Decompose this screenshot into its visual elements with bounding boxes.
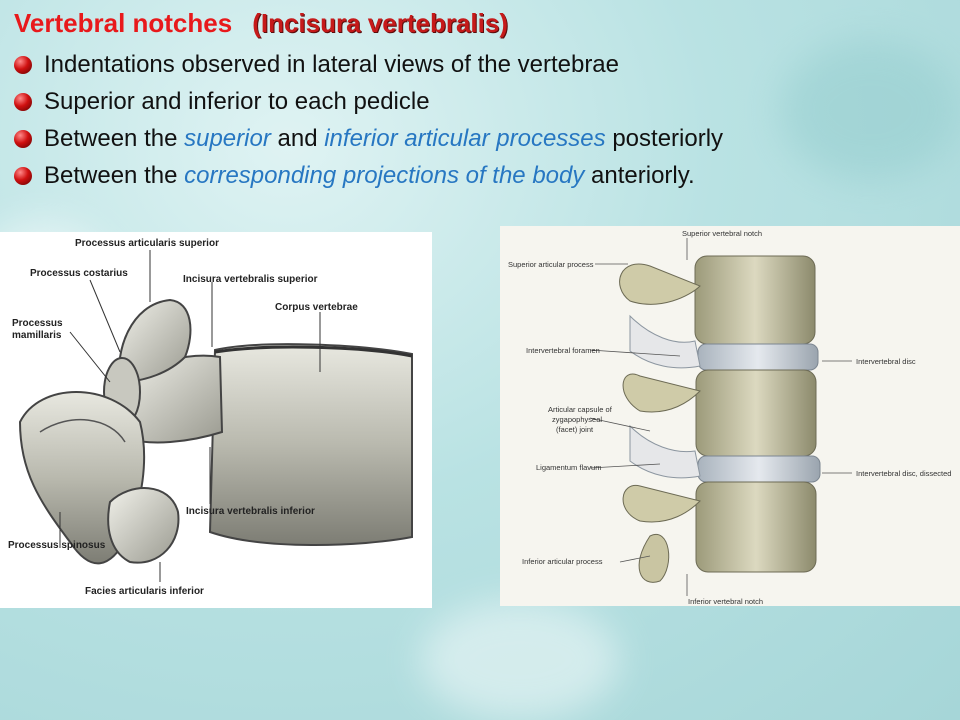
label-incisura-vertebralis-superior: Incisura vertebralis superior bbox=[183, 274, 318, 285]
bullet-item: Superior and inferior to each pedicle bbox=[14, 83, 723, 120]
bullet-dot-icon bbox=[14, 167, 32, 185]
bullet-item: Indentations observed in lateral views o… bbox=[14, 46, 723, 83]
label-corpus-vertebrae: Corpus vertebrae bbox=[275, 302, 358, 313]
left-vertebra-figure: Processus articularis superior Processus… bbox=[0, 232, 432, 608]
bullet-item: Between the superior and inferior articu… bbox=[14, 120, 723, 157]
label-processus-costarius: Processus costarius bbox=[30, 268, 128, 279]
label-processus: Processus bbox=[12, 318, 63, 329]
label-mamillaris: mamillaris bbox=[12, 330, 62, 341]
bullet-item: Between the corresponding projections of… bbox=[14, 157, 723, 194]
label-processus-spinosus: Processus spinosus bbox=[8, 540, 106, 551]
bullet-dot-icon bbox=[14, 56, 32, 74]
bullet-list: Indentations observed in lateral views o… bbox=[14, 46, 723, 194]
label-intervertebral-disc: Intervertebral disc bbox=[856, 357, 916, 366]
lumbar-spine-ligaments-illustration: Superior vertebral notch Superior articu… bbox=[508, 229, 951, 606]
label-incisura-vertebralis-inferior: Incisura vertebralis inferior bbox=[186, 506, 315, 517]
bullet-dot-icon bbox=[14, 130, 32, 148]
label-articular-capsule-line3: (facet) joint bbox=[556, 425, 594, 434]
label-inferior-articular-process: Inferior articular process bbox=[522, 557, 603, 566]
right-spine-figure: Superior vertebral notch Superior articu… bbox=[500, 226, 960, 606]
label-articular-capsule-line2: zygapophyseal bbox=[552, 415, 602, 424]
slide-title: Vertebral notches (Incisura vertebralis) bbox=[14, 8, 508, 39]
label-inferior-vertebral-notch: Inferior vertebral notch bbox=[688, 597, 763, 606]
label-facies-articularis-inferior: Facies articularis inferior bbox=[85, 586, 204, 597]
title-main: Vertebral notches bbox=[14, 8, 233, 38]
background-blob bbox=[420, 600, 620, 720]
background-blob bbox=[780, 40, 960, 180]
label-articular-capsule-line1: Articular capsule of bbox=[548, 405, 613, 414]
label-intervertebral-foramen: Intervertebral foramen bbox=[526, 346, 600, 355]
title-latin: (Incisura vertebralis) bbox=[252, 8, 508, 38]
label-superior-vertebral-notch: Superior vertebral notch bbox=[682, 229, 762, 238]
label-ligamentum-flavum: Ligamentum flavum bbox=[536, 463, 601, 472]
label-intervertebral-disc-dissected: Intervertebral disc, dissected bbox=[856, 469, 951, 478]
lumbar-vertebra-illustration: Processus articularis superior Processus… bbox=[8, 238, 413, 597]
label-superior-articular-process: Superior articular process bbox=[508, 260, 594, 269]
label-processus-articularis-superior: Processus articularis superior bbox=[75, 238, 219, 249]
bullet-dot-icon bbox=[14, 93, 32, 111]
